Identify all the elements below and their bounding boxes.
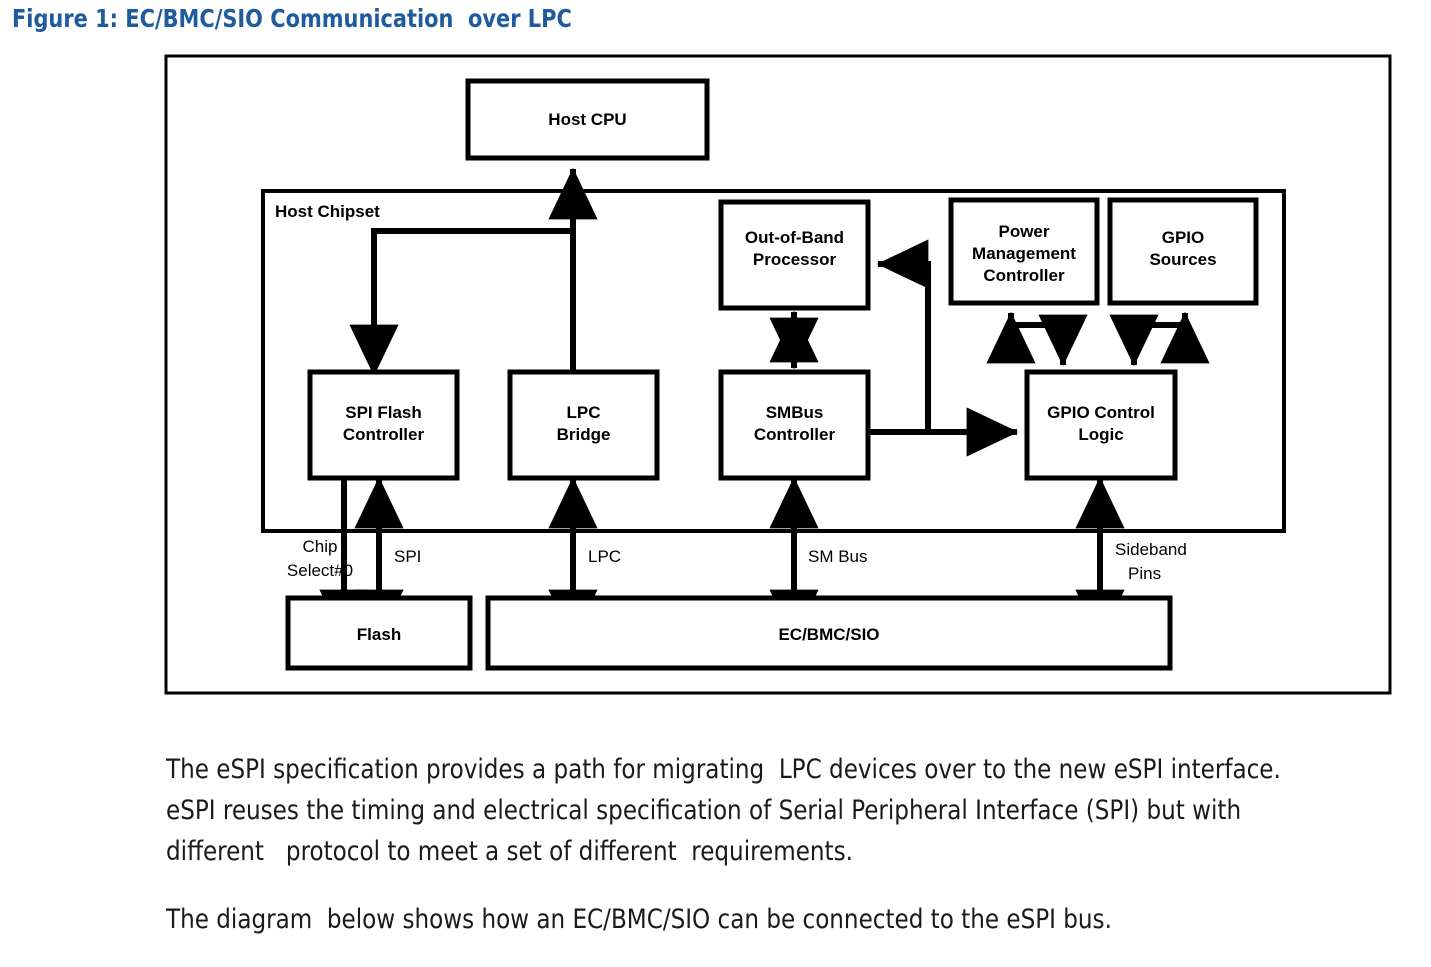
block-pmc-label-line3: Controller [983, 266, 1065, 285]
block-flash-label: Flash [357, 625, 401, 644]
block-spi-flash-label-line1: SPI Flash [345, 403, 422, 422]
block-spi-flash-controller: SPI Flash Controller [307, 369, 460, 481]
block-gpio-sources-label-line1: GPIO [1162, 228, 1205, 247]
block-spi-flash-label-line2: Controller [343, 425, 425, 444]
block-gpio-sources-label-line2: Sources [1149, 250, 1216, 269]
bus-label-chip-select-line1: Chip [303, 537, 338, 556]
body-text: The eSPI specification provides a path f… [166, 722, 1376, 967]
bus-label-sideband-line1: Sideband [1115, 540, 1187, 559]
paragraph-1: The eSPI specification provides a path f… [166, 754, 1289, 867]
block-lpc-bridge-label-line1: LPC [567, 403, 601, 422]
block-ec-bmc-sio-label: EC/BMC/SIO [778, 625, 879, 644]
block-gpio-ctrl-label-line1: GPIO Control [1047, 403, 1155, 422]
connector-gpiosources-to-gpioctrl [1109, 313, 1188, 367]
block-flash: Flash [285, 595, 473, 671]
block-pmc-label-line1: Power [998, 222, 1049, 241]
diagram-svg: Host Chipset [164, 54, 1392, 695]
block-gpio-ctrl-label-line2: Logic [1078, 425, 1123, 444]
bus-label-sideband-line2: Pins [1128, 564, 1161, 583]
block-oob-label-line2: Processor [753, 250, 837, 269]
block-pmc-label-line2: Management [972, 244, 1076, 263]
block-smbus-label-line1: SMBus [766, 403, 824, 422]
figure-title: Figure 1: EC/BMC/SIO Communication over … [12, 4, 572, 33]
block-host-cpu: Host CPU [465, 78, 710, 161]
block-oob-label-line1: Out-of-Band [745, 228, 844, 247]
bus-label-lpc: LPC [588, 547, 621, 566]
block-smbus-controller: SMBus Controller [718, 369, 871, 481]
paragraph-2: The diagram below shows how an EC/BMC/SI… [166, 904, 1112, 935]
connector-gpioctrl-to-oob [876, 239, 931, 432]
block-lpc-bridge-label-line2: Bridge [557, 425, 611, 444]
connector-powermgmt-to-gpioctrl [1008, 313, 1088, 367]
block-ec-bmc-sio: EC/BMC/SIO [485, 595, 1173, 671]
host-chipset-label: Host Chipset [275, 202, 380, 221]
bus-label-chip-select-line2: Select#0 [287, 561, 353, 580]
bus-label-spi: SPI [394, 547, 421, 566]
bus-label-sm-bus: SM Bus [808, 547, 868, 566]
figure-diagram: Host Chipset [0, 50, 1431, 700]
block-gpio-sources: GPIO Sources [1107, 197, 1259, 306]
block-out-of-band-processor: Out-of-Band Processor [718, 199, 871, 311]
block-gpio-control-logic: GPIO Control Logic [1024, 369, 1178, 481]
connector-hostcpu-to-spiflash [349, 228, 573, 377]
block-power-management-controller: Power Management Controller [948, 197, 1100, 306]
block-smbus-label-line2: Controller [754, 425, 836, 444]
block-lpc-bridge: LPC Bridge [507, 369, 660, 481]
block-host-cpu-label: Host CPU [548, 110, 626, 129]
